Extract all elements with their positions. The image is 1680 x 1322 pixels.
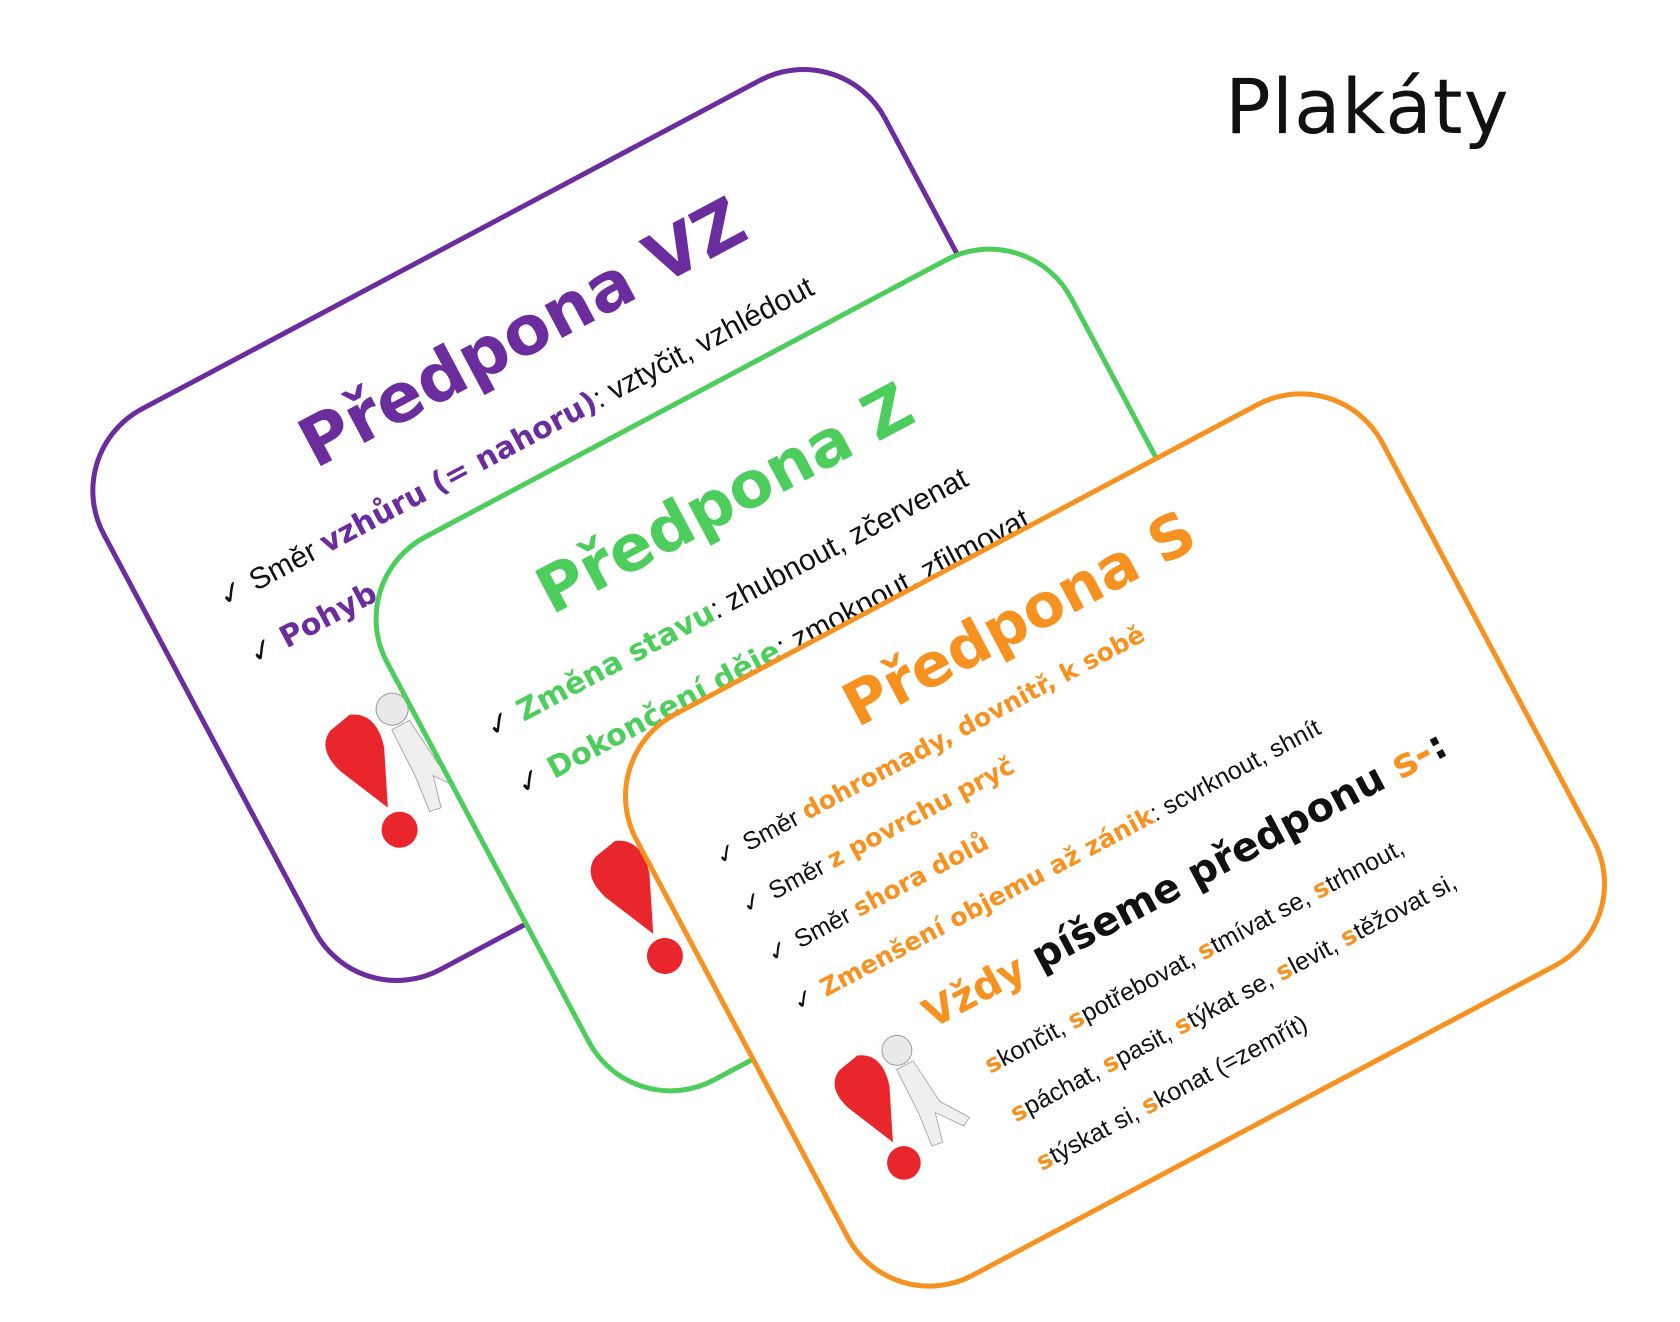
exclamation-figure-icon xyxy=(834,1034,971,1180)
page-title: Plakáty xyxy=(1225,62,1510,151)
check-icon: ✓ xyxy=(510,760,550,803)
check-icon: ✓ xyxy=(761,932,795,969)
check-icon: ✓ xyxy=(212,572,251,615)
check-icon: ✓ xyxy=(242,629,282,673)
poster-card-s: Předpona S ✓Směr dohromady, dovnitř, k s… xyxy=(589,357,1641,1322)
check-icon: ✓ xyxy=(736,884,769,920)
check-icon: ✓ xyxy=(479,702,519,746)
check-icon: ✓ xyxy=(787,981,820,1017)
examples-line: spáchat, spasit, stýkat se, slevit, stěž… xyxy=(1005,867,1462,1128)
check-icon: ✓ xyxy=(710,835,743,872)
